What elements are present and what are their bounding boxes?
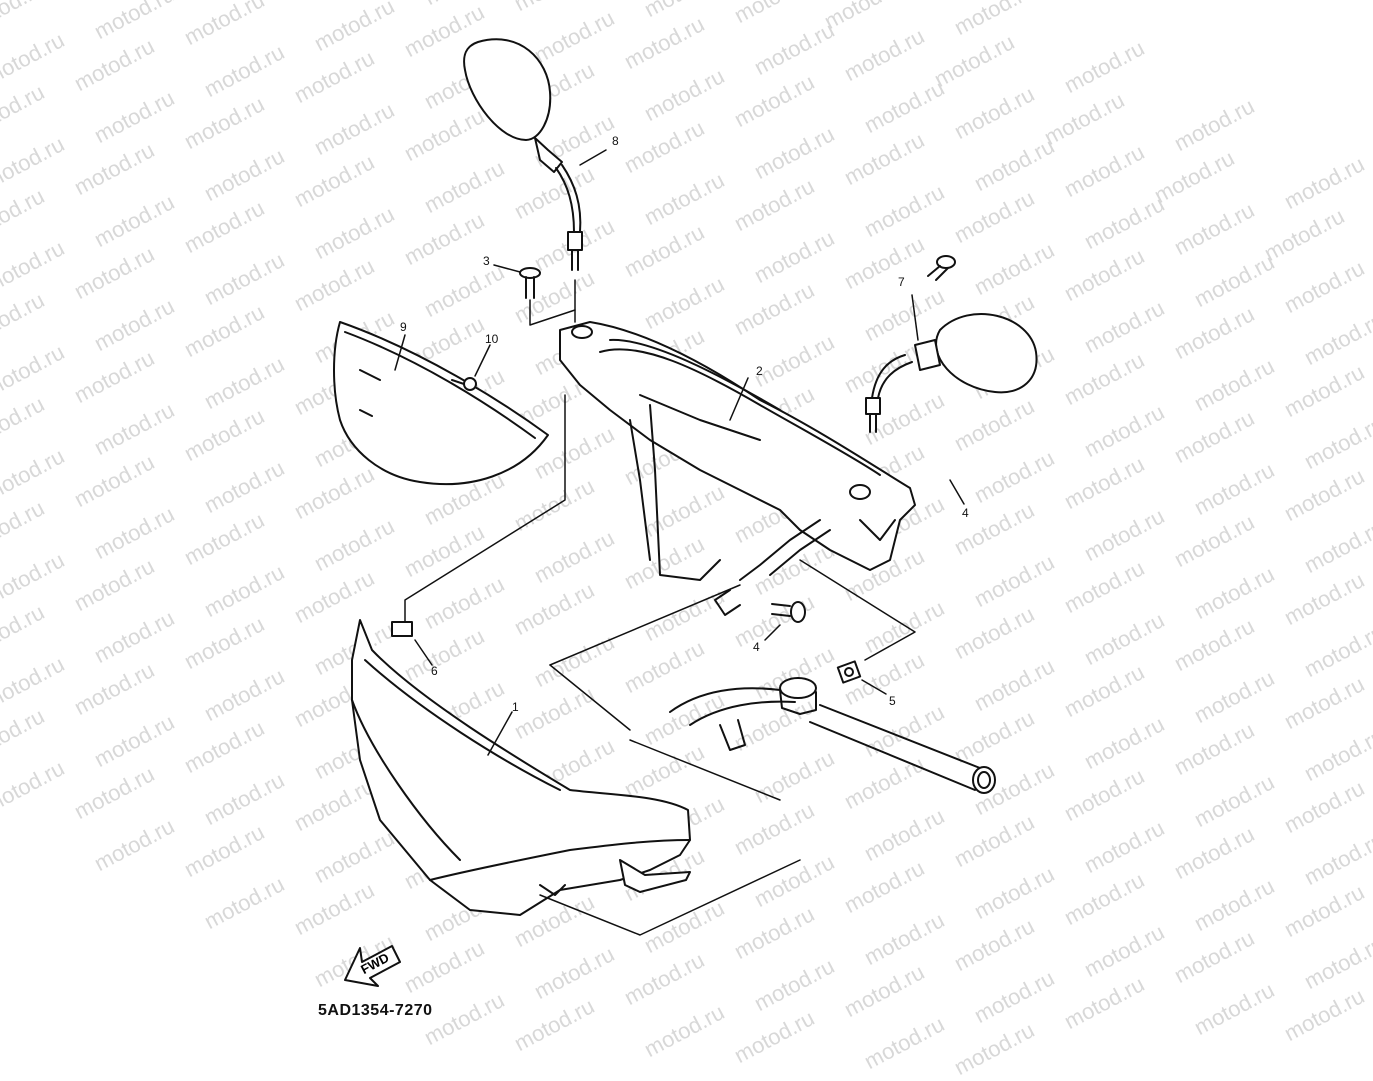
bolt-lower-drawing bbox=[771, 601, 806, 623]
callout-6: 6 bbox=[431, 664, 438, 678]
leader-lines bbox=[394, 149, 965, 936]
drawing-code: 5AD1354-7270 bbox=[318, 1002, 433, 1019]
fwd-arrow-icon bbox=[344, 945, 401, 987]
handlebar-tube-drawing bbox=[669, 677, 996, 794]
callout-10: 10 bbox=[485, 332, 499, 346]
bolt-right-drawing bbox=[927, 255, 956, 281]
front-cover-drawing bbox=[351, 619, 691, 916]
nut-drawing bbox=[836, 660, 862, 684]
callout-1: 1 bbox=[512, 700, 519, 714]
nut-clip-drawing bbox=[391, 621, 413, 637]
screw-3-drawing bbox=[519, 267, 541, 299]
handlebar-cover-drawing bbox=[559, 321, 916, 616]
callout-4-right: 4 bbox=[962, 506, 969, 520]
callout-7: 7 bbox=[898, 275, 905, 289]
lens-screw-drawing bbox=[451, 377, 477, 391]
meter-lens-drawing bbox=[333, 321, 549, 486]
mirror-left-drawing bbox=[463, 38, 583, 271]
callout-3: 3 bbox=[483, 254, 490, 268]
callout-4-lower: 4 bbox=[753, 640, 760, 654]
mirror-right-drawing bbox=[865, 313, 1038, 433]
callout-8: 8 bbox=[612, 134, 619, 148]
callout-9: 9 bbox=[400, 320, 407, 334]
callout-2: 2 bbox=[756, 364, 763, 378]
diagram-drawing bbox=[333, 38, 1038, 987]
callout-5: 5 bbox=[889, 694, 896, 708]
